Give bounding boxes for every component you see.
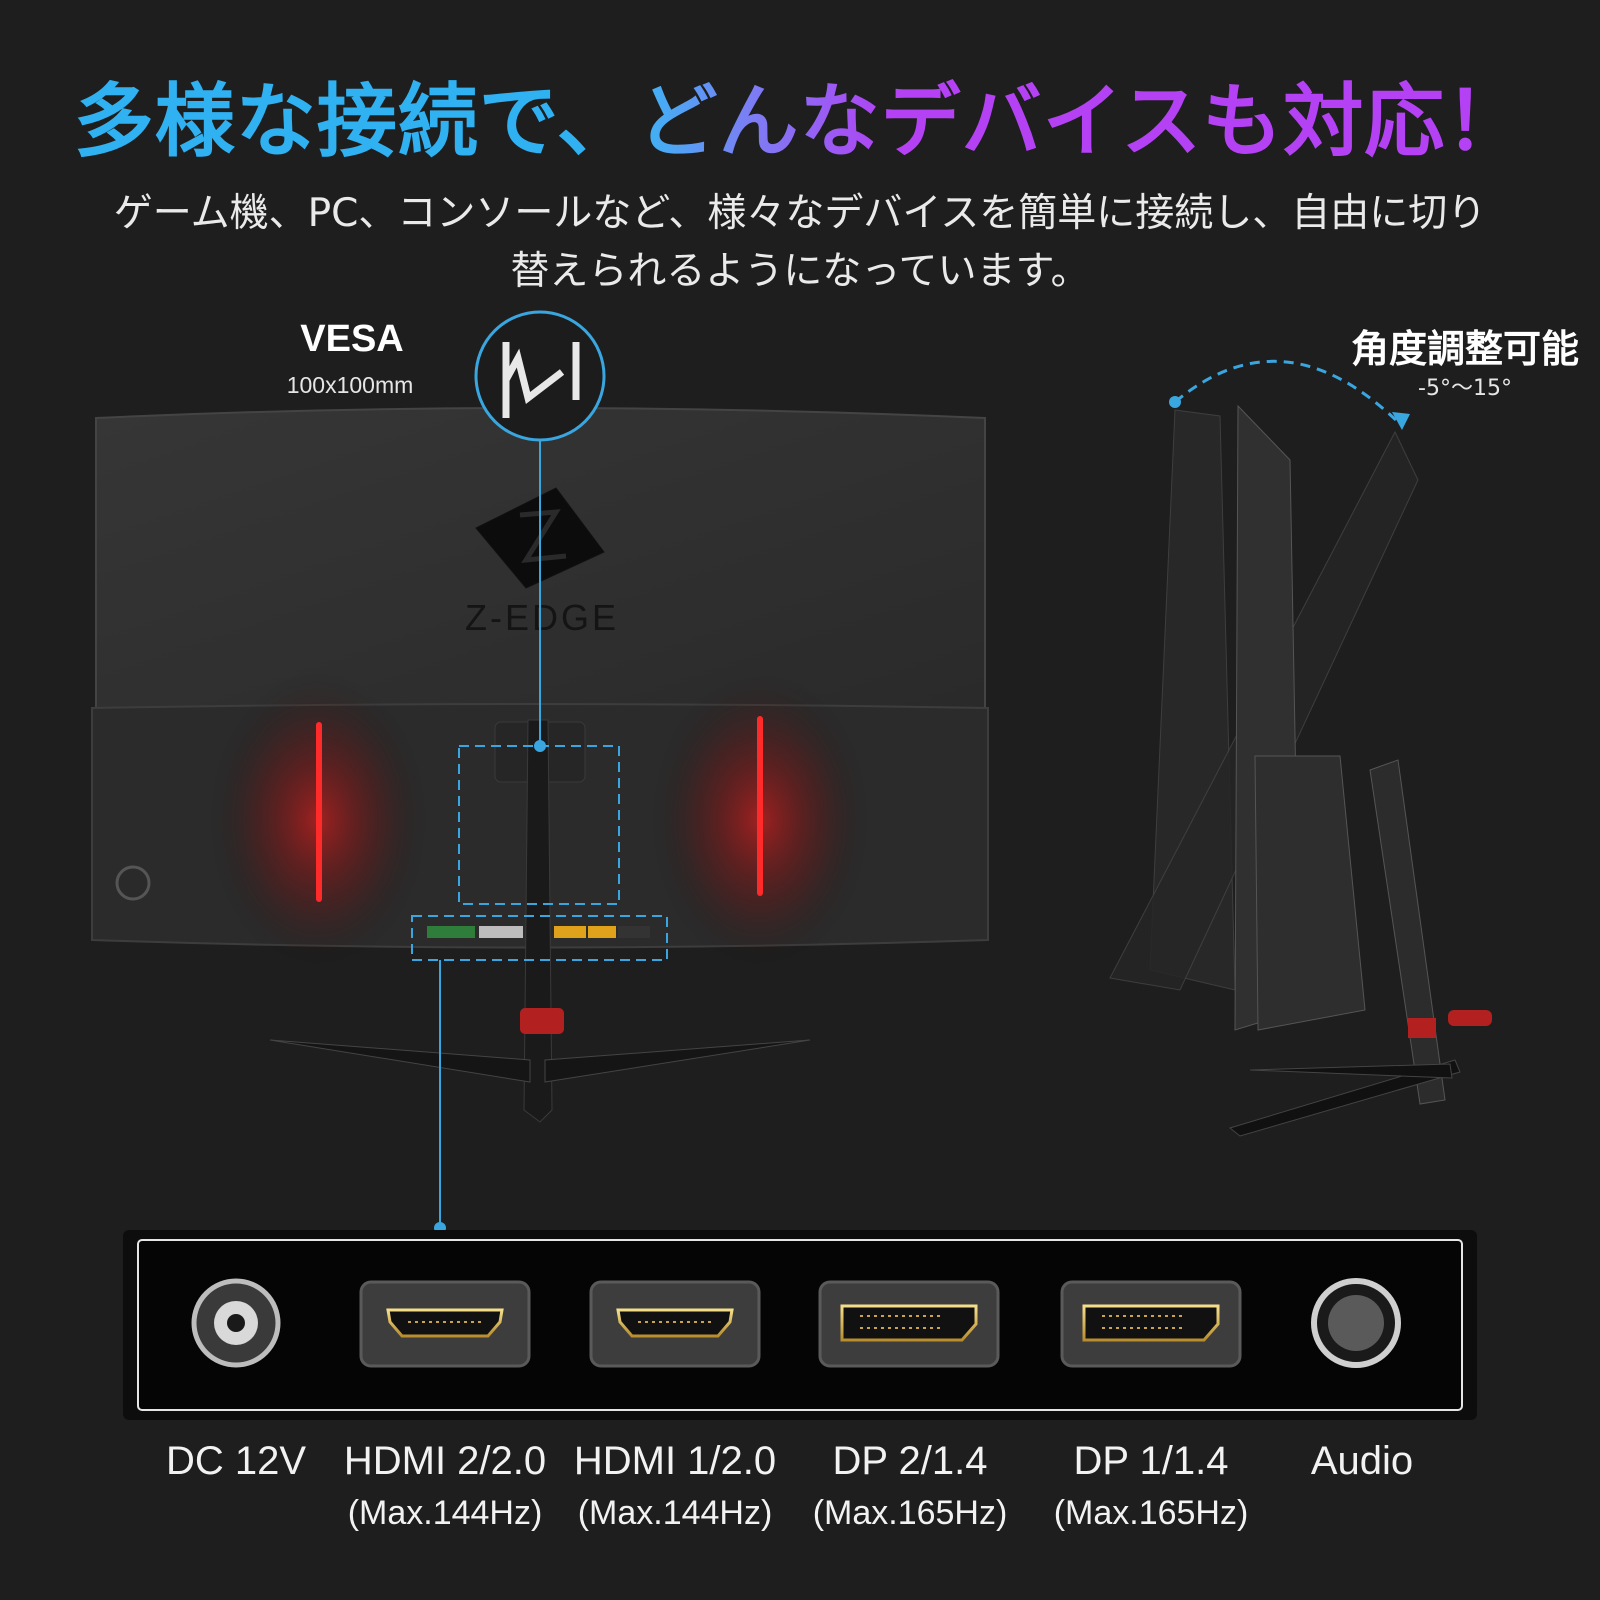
dc-port-icon: [191, 1278, 281, 1368]
vesa-callout: [458, 310, 620, 905]
port-name: HDMI 2/2.0: [343, 1439, 547, 1483]
hdmi-1-port-icon: [589, 1280, 761, 1368]
tilt-arc: [1174, 359, 1404, 428]
monitor-port-strip: [427, 926, 650, 938]
hdmi-2-port-icon: [359, 1280, 531, 1368]
headline-part-1: 多様な接続で、: [73, 75, 638, 168]
port-name: DP 2/1.4: [832, 1439, 988, 1483]
led-strip-left: [316, 722, 322, 902]
headline-part-2: どんな: [637, 75, 881, 168]
audio-port-icon: [1311, 1278, 1401, 1368]
vesa-mount-icon: [502, 342, 580, 418]
headline: 多様な接続で、どんなデバイスも対応！: [0, 78, 1600, 166]
port-detail: (Max.144Hz): [577, 1494, 773, 1532]
port-label-hdmi-2: HDMI 2/2.0 (Max.144Hz): [335, 1435, 555, 1539]
headline-part-3: デバイスも対応！: [880, 75, 1527, 168]
port-name: DP 1/1.4: [1073, 1439, 1229, 1483]
port-detail: (Max.144Hz): [347, 1494, 543, 1532]
monitor-rear: [91, 407, 989, 970]
port-label-dc: DC 12V: [136, 1435, 336, 1487]
port-name: HDMI 1/2.0: [573, 1439, 777, 1483]
subtitle-line-1: ゲーム機、PC、コンソールなど、様々なデバイスを簡単に接続し、自由に切り: [113, 191, 1487, 236]
angle-range: -5°〜15°: [1418, 376, 1512, 401]
subtitle: ゲーム機、PC、コンソールなど、様々なデバイスを簡単に接続し、自由に切り 替えら…: [30, 185, 1570, 301]
brand-name: Z-EDGE: [465, 597, 619, 638]
port-name: DC 12V: [165, 1439, 307, 1483]
joystick-button: [115, 865, 151, 901]
port-label-dp-1: DP 1/1.4 (Max.165Hz): [1041, 1435, 1261, 1539]
vesa-title: VESA: [300, 318, 404, 360]
monitor-stand: [269, 719, 811, 1123]
dp-2-port-icon: [818, 1280, 1000, 1368]
port-detail: (Max.165Hz): [812, 1494, 1008, 1532]
port-detail: (Max.165Hz): [1053, 1494, 1249, 1532]
angle-title: 角度調整可能: [1350, 327, 1579, 371]
port-label-dp-2: DP 2/1.4 (Max.165Hz): [800, 1435, 1020, 1539]
vesa-spec: 100x100mm: [286, 372, 414, 398]
led-strip-right: [757, 716, 763, 896]
monitor-side-view: [1109, 359, 1492, 1137]
port-name: Audio: [1310, 1439, 1414, 1483]
port-label-hdmi-1: HDMI 1/2.0 (Max.144Hz): [565, 1435, 785, 1539]
port-label-audio: Audio: [1262, 1435, 1462, 1487]
dp-1-port-icon: [1060, 1280, 1242, 1368]
subtitle-line-2: 替えられるようになっています。: [510, 249, 1090, 294]
port-panel: [123, 1230, 1477, 1420]
